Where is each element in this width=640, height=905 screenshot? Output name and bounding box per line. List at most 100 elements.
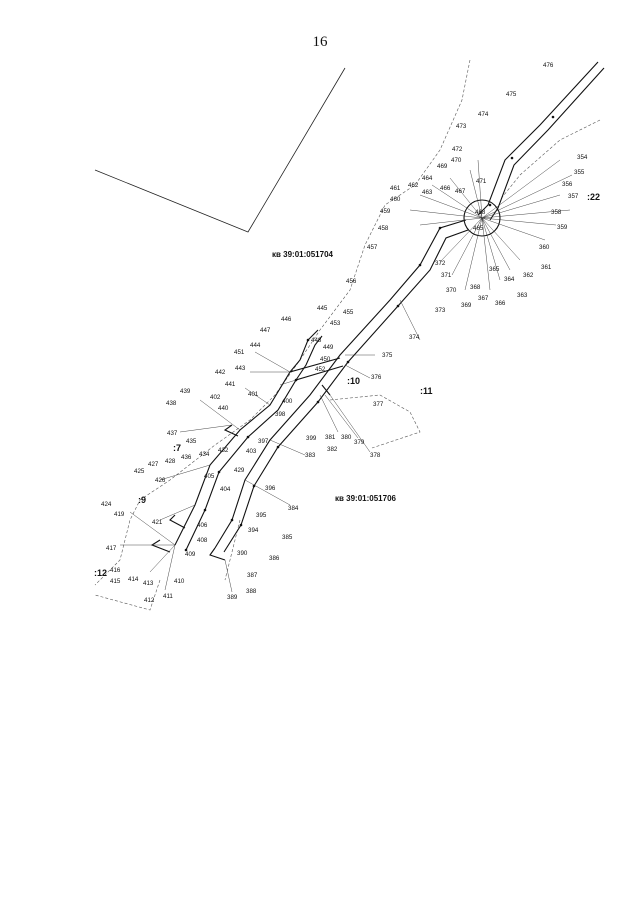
point-label: 419 [114,511,125,518]
point-label: 361 [541,264,552,271]
point-label: 360 [539,244,550,251]
point-label: 385 [282,534,293,541]
point-label: 408 [197,537,208,544]
point-label: 444 [250,342,261,349]
point-label: 403 [246,448,257,455]
point-label: 364 [504,276,515,283]
point-leaders [120,159,573,593]
point-label: 382 [327,446,338,453]
point-label: 439 [180,388,191,395]
point-label: 471 [476,178,487,185]
point-label: 405 [204,473,215,480]
point-label: 409 [185,551,196,558]
point-label: 373 [435,307,446,314]
point-label: 432 [218,447,229,454]
point-label: 450 [320,356,331,363]
point-label: 456 [346,278,357,285]
point-label: 384 [288,505,299,512]
point-label: 470 [451,157,462,164]
parcel-boundaries [94,59,601,611]
point-label: 389 [227,594,238,601]
point-label: 434 [199,451,210,458]
point-label: 412 [144,597,155,604]
point-label: 458 [378,225,389,232]
point-label: 368 [470,284,481,291]
parcel-label-22: :22 [587,192,600,202]
point-label: 421 [152,519,163,526]
point-label: 440 [218,405,229,412]
point-label: 375 [382,352,393,359]
block-label-051704: кв 39:01:051704 [272,250,334,259]
point-label: 417 [106,545,117,552]
point-label: 413 [143,580,154,587]
point-label: 367 [478,295,489,302]
point-label: 362 [523,272,534,279]
point-label: 370 [446,287,457,294]
point-label: 374 [409,334,420,341]
point-label: 387 [247,572,258,579]
point-label: 402 [210,394,221,401]
point-label: 383 [305,452,316,459]
parcel-label-11: :11 [420,386,433,396]
point-label: 448 [311,337,322,344]
point-label: 464 [422,175,433,182]
parcel-label-12: :12 [94,568,107,578]
point-label: 386 [269,555,280,562]
point-label: 427 [148,461,159,468]
point-label: 379 [354,439,365,446]
parcel-label-7: :7 [173,443,181,453]
point-label: 442 [215,369,226,376]
point-label: 380 [341,434,352,441]
point-label: 354 [577,154,588,161]
point-label: 468 [475,209,486,216]
point-label: 445 [317,305,328,312]
point-label: 415 [110,578,121,585]
point-label: 365 [489,266,500,273]
point-label: 424 [101,501,112,508]
vertex-dots [184,115,555,552]
point-label: 461 [390,185,401,192]
point-label: 457 [367,244,378,251]
point-label: 381 [325,434,336,441]
point-label: 447 [260,327,271,334]
point-label: 460 [390,196,401,203]
point-label: 390 [237,550,248,557]
point-label: 443 [235,365,246,372]
point-label: 438 [166,400,177,407]
point-label: 414 [128,576,139,583]
point-label: 404 [220,486,231,493]
point-label: 452 [315,366,326,373]
point-label: 451 [234,349,245,356]
point-label: 355 [574,169,585,176]
point-label: 369 [461,302,472,309]
point-label: 476 [543,62,554,69]
point-label: 467 [455,188,466,195]
point-label: 425 [134,468,145,475]
point-label: 466 [440,185,451,192]
parcel-label-10: :10 [347,376,360,386]
point-label: 426 [155,477,166,484]
point-label: 372 [435,260,446,267]
point-label: 429 [234,467,245,474]
point-label: 463 [422,189,433,196]
point-label: 437 [167,430,178,437]
point-label: 436 [181,454,192,461]
point-label: 449 [323,344,334,351]
point-label: 401 [248,391,259,398]
point-label: 428 [165,458,176,465]
point-label: 459 [380,208,391,215]
point-label: 398 [275,411,286,418]
point-label: 396 [265,485,276,492]
point-label: 366 [495,300,506,307]
point-label: 363 [517,292,528,299]
point-label: 358 [551,209,562,216]
point-label: 446 [281,316,292,323]
point-label: 411 [163,593,173,600]
point-label: 388 [246,588,257,595]
point-label: 357 [568,193,579,200]
point-label: 376 [371,374,382,381]
point-label: 453 [330,320,341,327]
point-label: 410 [174,578,185,585]
point-label: 435 [186,438,197,445]
